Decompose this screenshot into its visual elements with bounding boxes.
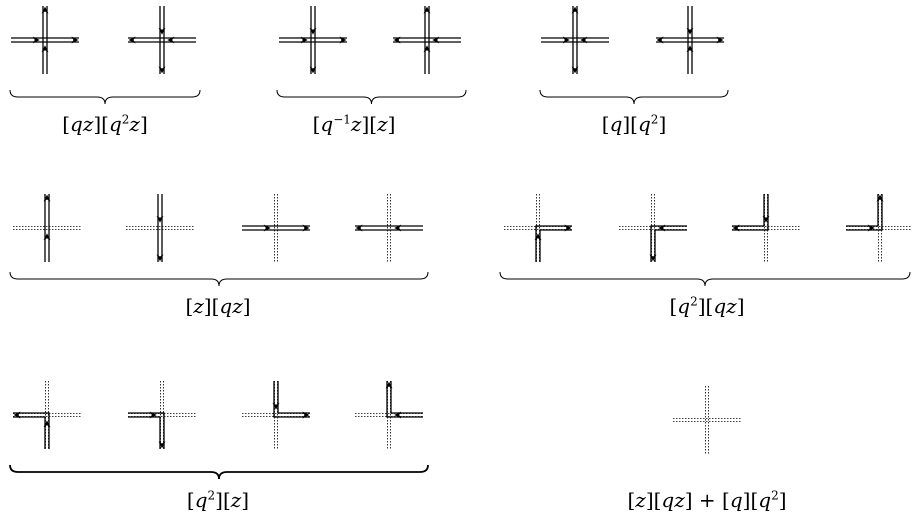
double-line-corner	[13, 412, 50, 449]
double-line-corner	[277, 381, 310, 414]
group-brace	[9, 271, 429, 287]
double-line-corner	[650, 225, 687, 262]
double-line-corner	[654, 229, 687, 262]
group-label-7: [z][qz] + [q][q2]	[627, 488, 787, 512]
group-brace	[9, 464, 429, 480]
double-line-corner	[732, 194, 765, 227]
group-brace	[9, 89, 201, 105]
double-line-corner	[13, 416, 46, 449]
double-line-corner	[846, 194, 883, 231]
group-brace	[499, 271, 911, 287]
group-label-4: [z][qz]	[185, 294, 251, 318]
double-line-corner	[128, 416, 161, 449]
group-brace	[539, 89, 729, 105]
group-label-5: [q2][qz]	[669, 294, 745, 318]
group-label-1: [qz][q2z]	[62, 112, 148, 136]
double-line-corner	[128, 412, 165, 449]
group-label-3: [q][q2]	[601, 112, 667, 136]
double-line-corner	[535, 225, 572, 262]
group-brace	[276, 89, 467, 105]
group-label-2: [q−1z][z]	[312, 112, 396, 136]
double-line-corner	[539, 229, 572, 262]
group-label-6: [q2][z]	[186, 488, 250, 512]
double-line-corner	[390, 381, 423, 414]
double-line-corner	[273, 381, 310, 418]
double-line-corner	[732, 194, 769, 231]
double-line-corner	[386, 381, 423, 418]
double-line-corner	[846, 194, 879, 227]
